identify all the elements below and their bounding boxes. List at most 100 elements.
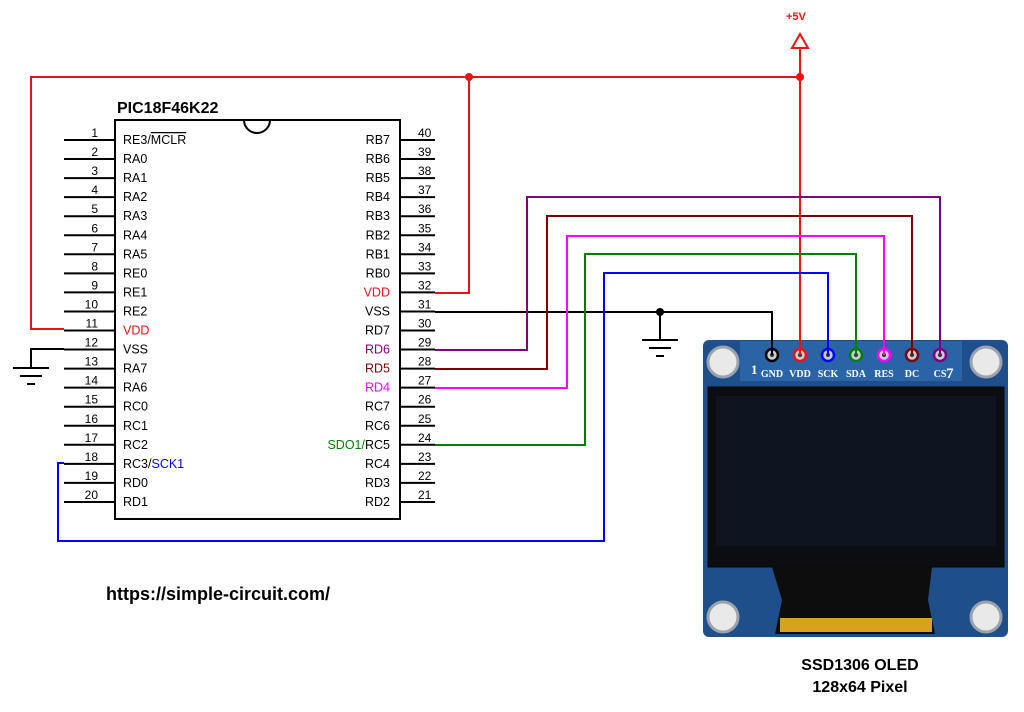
- chip-pin-label-part: RC1: [123, 419, 148, 433]
- junction-dot: [465, 73, 473, 81]
- chip-pin-label: RA5: [123, 247, 147, 261]
- chip-pin-label: RB7: [366, 133, 390, 147]
- chip-pin-label: RC6: [365, 419, 390, 433]
- chip-pin-label-part: RA2: [123, 190, 147, 204]
- chip-pin-label-part: RE1: [123, 285, 147, 299]
- chip-pin-number: 1: [91, 126, 98, 140]
- chip-pin-label-part: RB2: [366, 228, 390, 242]
- chip-pin-label: RC2: [123, 438, 148, 452]
- chip-pin-label-part: RD5: [365, 362, 390, 376]
- chip-pin-number: 24: [418, 431, 432, 445]
- chip-pin-label-part: RC2: [123, 438, 148, 452]
- chip-pin-label-part: RB1: [366, 247, 390, 261]
- chip-pin-label-part: VDD: [364, 285, 390, 299]
- chip-pin-number: 40: [418, 126, 432, 140]
- chip-pin-label: VSS: [365, 304, 390, 318]
- chip-pin-label: RA1: [123, 171, 147, 185]
- chip-pin-number: 23: [418, 450, 432, 464]
- chip-pin-label: RE2: [123, 304, 147, 318]
- chip-pin-label: RD2: [365, 495, 390, 509]
- chip-pin-number: 11: [86, 317, 99, 331]
- chip-pin-number: 18: [85, 450, 99, 464]
- chip-pin-label: RD1: [123, 495, 148, 509]
- oled-pin-label: RES: [874, 369, 894, 380]
- wires: [30, 48, 941, 542]
- chip-pin-label: RA4: [123, 228, 147, 242]
- chip-pin-label: RA0: [123, 152, 147, 166]
- chip-pin-label-part: VDD: [123, 324, 149, 338]
- chip-pin-label: RC4: [365, 457, 390, 471]
- chip-pin-label: RB2: [366, 228, 390, 242]
- chip-pin-label-part: RC5: [365, 438, 390, 452]
- source-url: https://simple-circuit.com/: [106, 584, 330, 604]
- mounting-hole: [706, 600, 740, 634]
- wire-cs: [435, 196, 941, 355]
- chip-pin-number: 9: [91, 278, 98, 292]
- chip-pin-label-part: RC3/: [123, 457, 152, 471]
- chip-pin-label: VSS: [123, 343, 148, 357]
- chip-pin-number: 12: [85, 336, 99, 350]
- chip-pin-label-part: MCLR: [151, 133, 186, 147]
- chip-pin-label-part: RD3: [365, 476, 390, 490]
- chip-pin-number: 2: [91, 145, 98, 159]
- oled-pin-marker-left: 1: [751, 362, 758, 377]
- chip-pin-label: RD0: [123, 476, 148, 490]
- chip-pin-label: RE0: [123, 266, 147, 280]
- chip-pin-number: 8: [91, 259, 98, 273]
- supply-symbol: +5V: [786, 11, 810, 49]
- chip-pin-label-part: RD0: [123, 476, 148, 490]
- oled-pin-marker-right: 7: [946, 366, 954, 382]
- chip-pin-label-part: SCK1: [151, 457, 184, 471]
- chip-pin-label-part: RA5: [123, 247, 147, 261]
- supply-arrow-icon: [790, 31, 810, 49]
- chip-pin-label-part: RA1: [123, 171, 147, 185]
- chip-notch: [243, 119, 271, 134]
- chip-pin-number: 31: [418, 297, 432, 311]
- chip-pin-label: RA6: [123, 381, 147, 395]
- oled-pin-label: VDD: [789, 369, 811, 380]
- chip-pin-number: 33: [418, 259, 432, 273]
- chip-pin-label-part: RC0: [123, 400, 148, 414]
- chip-pin-label: RC0: [123, 400, 148, 414]
- mounting-holes: [706, 345, 1003, 634]
- chip-pin-label-part: RB5: [366, 171, 390, 185]
- mounting-hole: [706, 345, 740, 379]
- chip-pin-label-part: RC4: [365, 457, 390, 471]
- chip-pin-label: RB0: [366, 266, 390, 280]
- chip-pin-number: 3: [91, 164, 98, 178]
- chip-pin-number: 29: [418, 336, 432, 350]
- wire-sda: [435, 253, 857, 446]
- chip-pin-label: RE3/MCLR: [123, 133, 186, 147]
- ground-symbol-left: [13, 367, 49, 385]
- oled-caption-line1: SSD1306 OLED: [801, 657, 918, 674]
- chip-pin-label: RB4: [366, 190, 390, 204]
- chip-pin-label: RE1: [123, 285, 147, 299]
- chip-pin-label-part: RA6: [123, 381, 147, 395]
- chip-pin-number: 17: [85, 431, 99, 445]
- chip-pin-label: RB1: [366, 247, 390, 261]
- chip-pin-number: 35: [418, 221, 432, 235]
- wire-sck: [57, 272, 829, 542]
- chip-pin-label-part: SDO1/: [327, 438, 365, 452]
